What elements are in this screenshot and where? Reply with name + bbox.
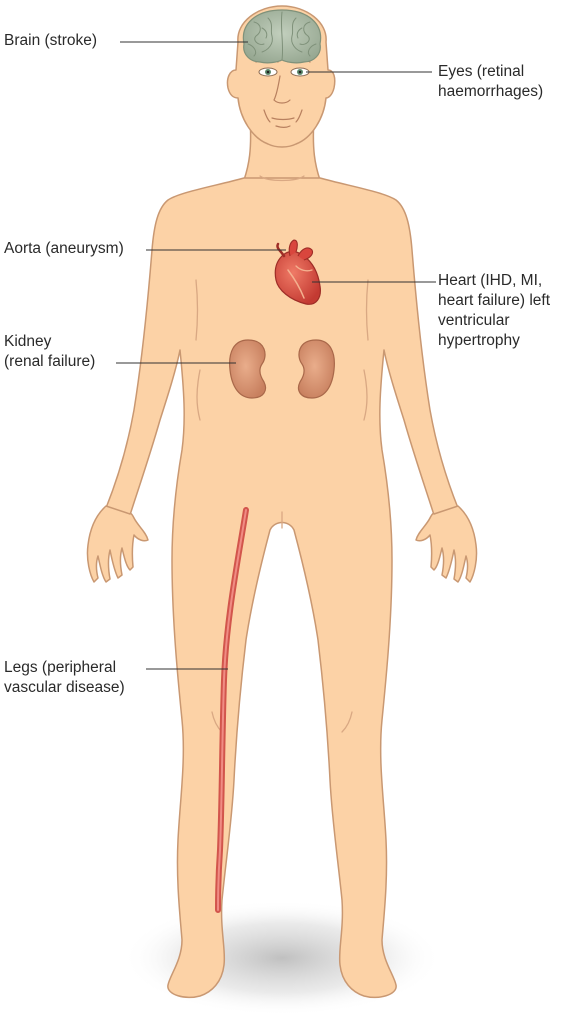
kidney-label-line2: (renal failure) [4, 352, 95, 372]
heart-label: Heart (IHD, MI, heart failure) left vent… [438, 271, 550, 351]
eyes-label: Eyes (retinal haemorrhages) [438, 62, 543, 102]
legs-label-line1: Legs (peripheral [4, 658, 125, 678]
heart-label-line3: ventricular [438, 311, 550, 331]
heart-label-line4: hypertrophy [438, 331, 550, 351]
kidney-label: Kidney (renal failure) [4, 332, 95, 372]
aorta-label-line1: Aorta (aneurysm) [4, 239, 124, 259]
human-body [87, 6, 476, 997]
legs-label: Legs (peripheral vascular disease) [4, 658, 125, 698]
floor-shadow [122, 900, 442, 1016]
heart-label-line2: heart failure) left [438, 291, 550, 311]
legs-label-line2: vascular disease) [4, 678, 125, 698]
heart-label-line1: Heart (IHD, MI, [438, 271, 550, 291]
eyes-label-line1: Eyes (retinal [438, 62, 543, 82]
kidney-label-line1: Kidney [4, 332, 95, 352]
brain-label-line1: Brain (stroke) [4, 31, 97, 51]
brain-label: Brain (stroke) [4, 31, 97, 51]
brain-icon [243, 10, 320, 63]
aorta-label: Aorta (aneurysm) [4, 239, 124, 259]
eyes-label-line2: haemorrhages) [438, 82, 543, 102]
